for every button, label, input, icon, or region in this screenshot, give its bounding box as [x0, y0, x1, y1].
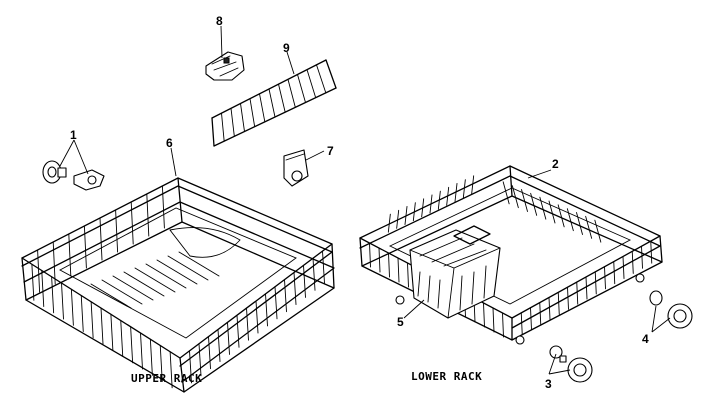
callout-6: 6: [166, 136, 173, 150]
rack-bracket-part: [205, 51, 245, 81]
rack-divider-strip-part: [211, 59, 337, 147]
upper-rack-illustration: [21, 177, 335, 393]
callout-3: 3: [545, 377, 552, 391]
callout-9: 9: [283, 41, 290, 55]
lower-rack-caption: LOWER RACK: [411, 370, 482, 383]
rack-stop-part: [283, 149, 309, 187]
callout-8: 8: [216, 14, 223, 28]
callout-2: 2: [552, 157, 559, 171]
callout-1: 1: [70, 128, 77, 142]
callout-7: 7: [327, 144, 334, 158]
silverware-basket-part: [409, 225, 501, 319]
callout-5: 5: [397, 315, 404, 329]
lower-rack-roller-part: [649, 290, 693, 329]
callout-4: 4: [642, 332, 649, 346]
upper-rack-caption: UPPER RACK: [131, 372, 202, 385]
rack-roller-assembly-part: [42, 160, 105, 191]
lower-rack-roller-part-alt: [549, 345, 593, 383]
leader-lines: [59, 25, 671, 375]
